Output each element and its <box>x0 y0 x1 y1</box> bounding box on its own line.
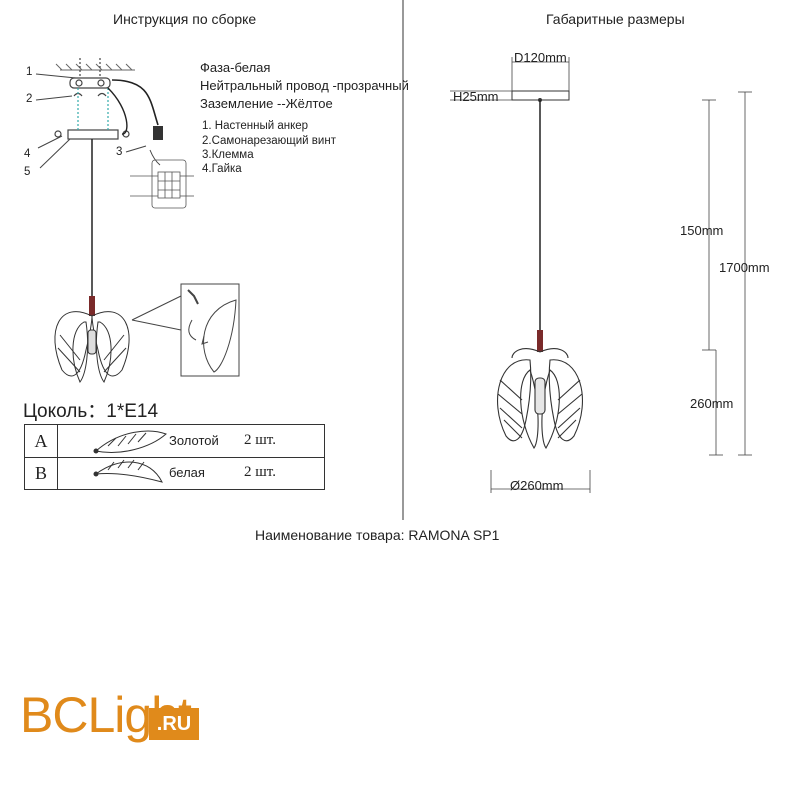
ceiling-hatch <box>55 63 135 71</box>
row-qty: 2 шт. <box>244 432 276 448</box>
leaf-parts-table: A Золотой 2 шт. B белая 2 шт. <box>24 424 325 490</box>
dim-shade-diameter: Ø260mm <box>510 478 564 493</box>
dimensions-header: Габаритные размеры <box>546 11 685 27</box>
part-item-terminal: 3.Клемма <box>202 149 254 161</box>
canopy-dim-lines <box>450 57 570 101</box>
leaf-glyph-b <box>93 459 163 483</box>
callout-2: 2 <box>26 93 33 105</box>
table-row: B белая 2 шт. <box>25 457 324 489</box>
supply-wire <box>111 79 159 126</box>
callout-3: 3 <box>116 146 123 158</box>
row-letter: B <box>25 457 58 489</box>
assembly-header: Инструкция по сборке <box>113 11 257 27</box>
wire-terminal <box>153 126 163 140</box>
row-letter: A <box>25 425 58 457</box>
table-row: A Золотой 2 шт. <box>25 425 324 458</box>
lamp-sketch-small <box>54 296 130 383</box>
socket-label: Цоколь：1*E14 <box>23 401 159 422</box>
terminal-arrow <box>149 149 161 166</box>
wire-ground-label: Заземление --Жёлтое <box>200 96 333 111</box>
brand-logo-suffix: .RU <box>149 708 199 740</box>
dim-shade-height: 260mm <box>690 396 734 411</box>
part-item-nut: 4.Гайка <box>202 163 242 175</box>
mounting-bracket <box>69 58 111 97</box>
row-qty: 2 шт. <box>244 464 276 480</box>
leaf-glyph-a <box>93 430 167 454</box>
callout-4: 4 <box>24 148 31 160</box>
dim-canopy-height: H25mm <box>453 89 499 104</box>
terminal-detail <box>130 159 194 209</box>
diameter-dim-lines <box>490 470 591 493</box>
lamp-wire <box>107 87 128 135</box>
row-color: Золотой <box>169 433 219 448</box>
canopy-plate <box>54 88 130 140</box>
lamp-holder <box>537 330 543 352</box>
dim-total-height: 1700mm <box>719 260 770 275</box>
leaf-detail <box>131 283 240 377</box>
dim-cable-length: 150mm <box>680 223 724 238</box>
part-item-anchor: 1. Настенный анкер <box>202 120 309 132</box>
dim-canopy-diameter: D120mm <box>514 50 567 65</box>
wire-phase-label: Фаза-белая <box>200 60 271 75</box>
wire-neutral-label: Нейтральный провод -прозрачный <box>200 78 409 93</box>
product-name: Наименование товара: RAMONA SP1 <box>255 527 500 543</box>
callout-5: 5 <box>24 166 31 178</box>
part-item-screw: 2.Самонарезающий винт <box>202 135 336 147</box>
row-color: белая <box>169 465 205 480</box>
lamp-sketch-large <box>497 348 583 450</box>
callout-leaders <box>35 73 147 169</box>
callout-1: 1 <box>26 66 33 78</box>
vertical-dim-lines <box>702 91 752 456</box>
